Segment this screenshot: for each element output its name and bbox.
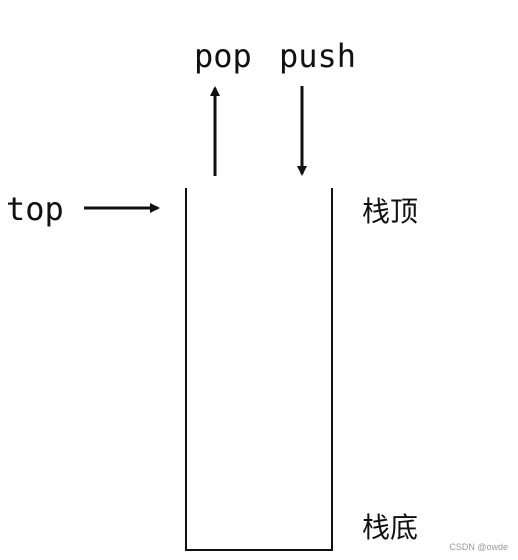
top-label: top (6, 190, 64, 228)
stack-container (185, 188, 333, 551)
pop-label: pop (194, 37, 252, 75)
stack-bottom-label: 栈底 (362, 511, 419, 544)
push-label: push (279, 37, 357, 75)
stack-top-label: 栈顶 (362, 195, 419, 228)
watermark: CSDN @owde (449, 542, 508, 552)
